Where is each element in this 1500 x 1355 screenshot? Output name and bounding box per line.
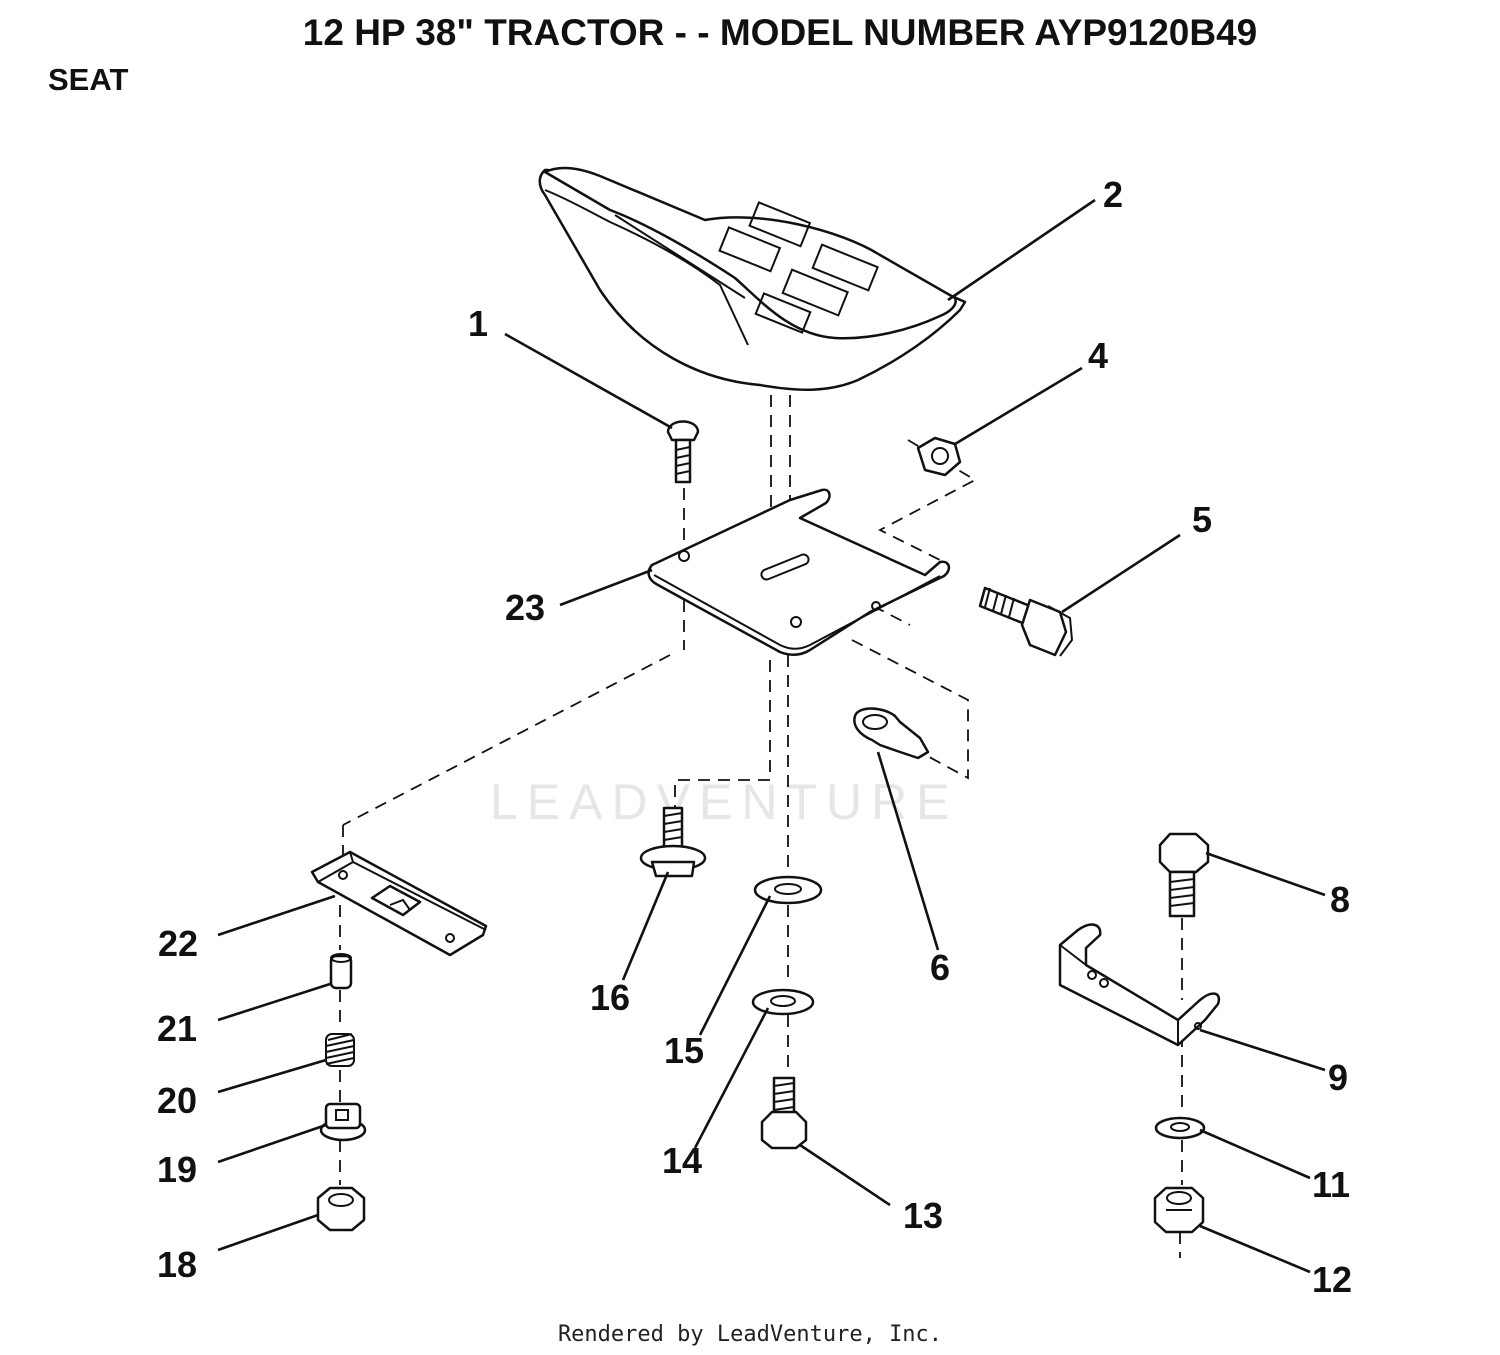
callout-numbers: 1 2 4 5 6 8 9 11 12 13 14 15 16 18 19 20…: [157, 174, 1352, 1300]
switch-bracket: [310, 850, 488, 957]
callout-15: 15: [664, 1030, 704, 1071]
callout-22: 22: [158, 923, 198, 964]
mounting-bracket: [1058, 923, 1221, 1047]
hex-cap-screw: [760, 1076, 808, 1150]
pin: [329, 953, 353, 990]
callout-19: 19: [157, 1149, 197, 1190]
callout-20: 20: [157, 1080, 197, 1121]
hex-bolt: [978, 586, 1074, 657]
shoulder-bolt: [639, 806, 707, 878]
callout-13: 13: [903, 1195, 943, 1236]
watermark: LEADVENTURE: [490, 774, 959, 830]
seat-clip: [853, 707, 930, 760]
callout-4: 4: [1088, 335, 1108, 376]
hex-nut: [916, 436, 962, 477]
callout-21: 21: [157, 1008, 197, 1049]
callout-11: 11: [1312, 1164, 1350, 1205]
washer: [1154, 1116, 1206, 1140]
callout-14: 14: [662, 1140, 702, 1181]
footer-credit: Rendered by LeadVenture, Inc.: [557, 1322, 943, 1347]
hex-head-bolt: [1158, 832, 1210, 918]
section-label: SEAT: [48, 62, 129, 97]
callout-18: 18: [157, 1244, 197, 1285]
callout-5: 5: [1192, 499, 1212, 540]
lock-nut: [1153, 1186, 1205, 1234]
callout-8: 8: [1330, 879, 1350, 920]
callout-9: 9: [1328, 1057, 1348, 1098]
callout-2: 2: [1103, 174, 1123, 215]
flange-nut: [316, 1186, 366, 1232]
seat: [538, 166, 967, 391]
callout-1: 1: [468, 303, 488, 344]
callout-23: 23: [505, 587, 545, 628]
diagram-title: 12 HP 38" TRACTOR - - MODEL NUMBER AYP91…: [302, 12, 1258, 53]
spring: [325, 1033, 355, 1067]
carriage-bolt: [666, 420, 700, 484]
seat-mounting-plate: [647, 488, 951, 656]
callout-12: 12: [1312, 1259, 1352, 1300]
callout-6: 6: [930, 947, 950, 988]
callout-16: 16: [590, 977, 630, 1018]
leader-lines: [217, 198, 1326, 1274]
lock-washer: [751, 988, 815, 1016]
cap-nut: [319, 1102, 367, 1142]
flat-washer: [753, 875, 823, 905]
